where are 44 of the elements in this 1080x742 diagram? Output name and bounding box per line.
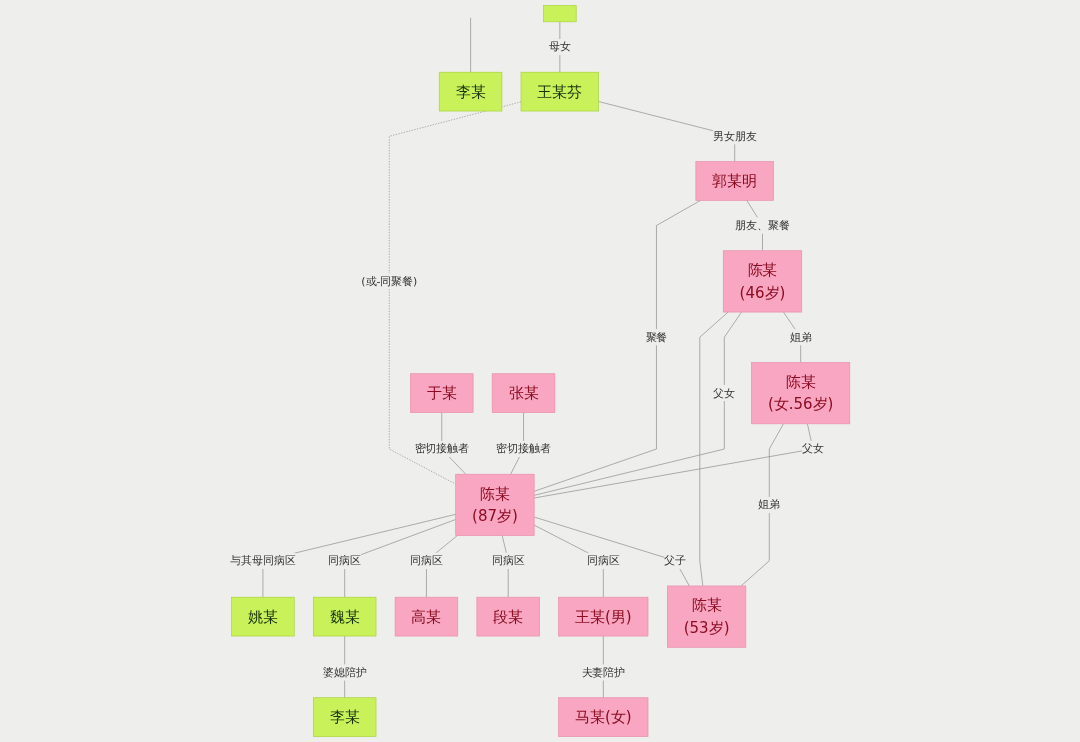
node-box: 陈某 (53岁)	[667, 585, 747, 648]
node-box: 王某芬	[520, 71, 599, 112]
edge-label: 母女	[548, 40, 571, 54]
connector	[740, 423, 784, 587]
edge-label: 朋友、聚餐	[735, 218, 790, 232]
edge-label: 同病区	[586, 553, 620, 567]
edge-label: 父女	[802, 442, 824, 456]
node-box: 李某	[438, 71, 503, 112]
node-box: 高某	[394, 596, 459, 637]
connector	[783, 311, 801, 363]
node-box: 李某	[313, 697, 377, 737]
edge-label: 同病区	[491, 553, 525, 567]
edge-label: 与其母同病区	[230, 553, 296, 567]
connector	[470, 17, 471, 73]
edge-label: 姐弟	[758, 498, 781, 512]
connector	[533, 516, 690, 587]
connector	[533, 311, 742, 496]
edge-label: 父女	[713, 386, 736, 400]
connector	[533, 423, 814, 499]
edge-label: 密切接触者	[414, 442, 470, 456]
edge-label: 父子	[664, 553, 687, 567]
connector	[533, 200, 701, 492]
node-box: 马某(女)	[558, 697, 649, 737]
node-box	[543, 5, 577, 23]
edge-label: 聚餐	[645, 330, 668, 344]
node-box: 陈某 (46岁)	[722, 250, 803, 313]
node-box: 王某(男)	[558, 596, 649, 637]
node-box: 张某	[491, 373, 556, 413]
edge-label: (或-同聚餐)	[361, 274, 418, 288]
connector	[699, 311, 729, 587]
edge-label: 同病区	[328, 553, 362, 567]
node-box: 姚某	[231, 596, 295, 637]
edge-label: 婆媳陪护	[322, 665, 367, 679]
node-box: 陈某 (87岁)	[455, 473, 535, 536]
node-box: 陈某 (女.56岁)	[751, 362, 851, 425]
edge-label: 夫妻陪护	[581, 665, 626, 679]
node-box: 于某	[410, 373, 474, 413]
edge-label: 姐弟	[789, 330, 812, 344]
node-box: 魏某	[313, 596, 377, 637]
edge-label: 密切接触者	[496, 442, 551, 456]
edge-label: 男女朋友	[712, 129, 757, 143]
node-box: 郭某明	[695, 161, 774, 201]
edge-label: 同病区	[410, 553, 443, 567]
node-box: 段某	[476, 596, 540, 637]
